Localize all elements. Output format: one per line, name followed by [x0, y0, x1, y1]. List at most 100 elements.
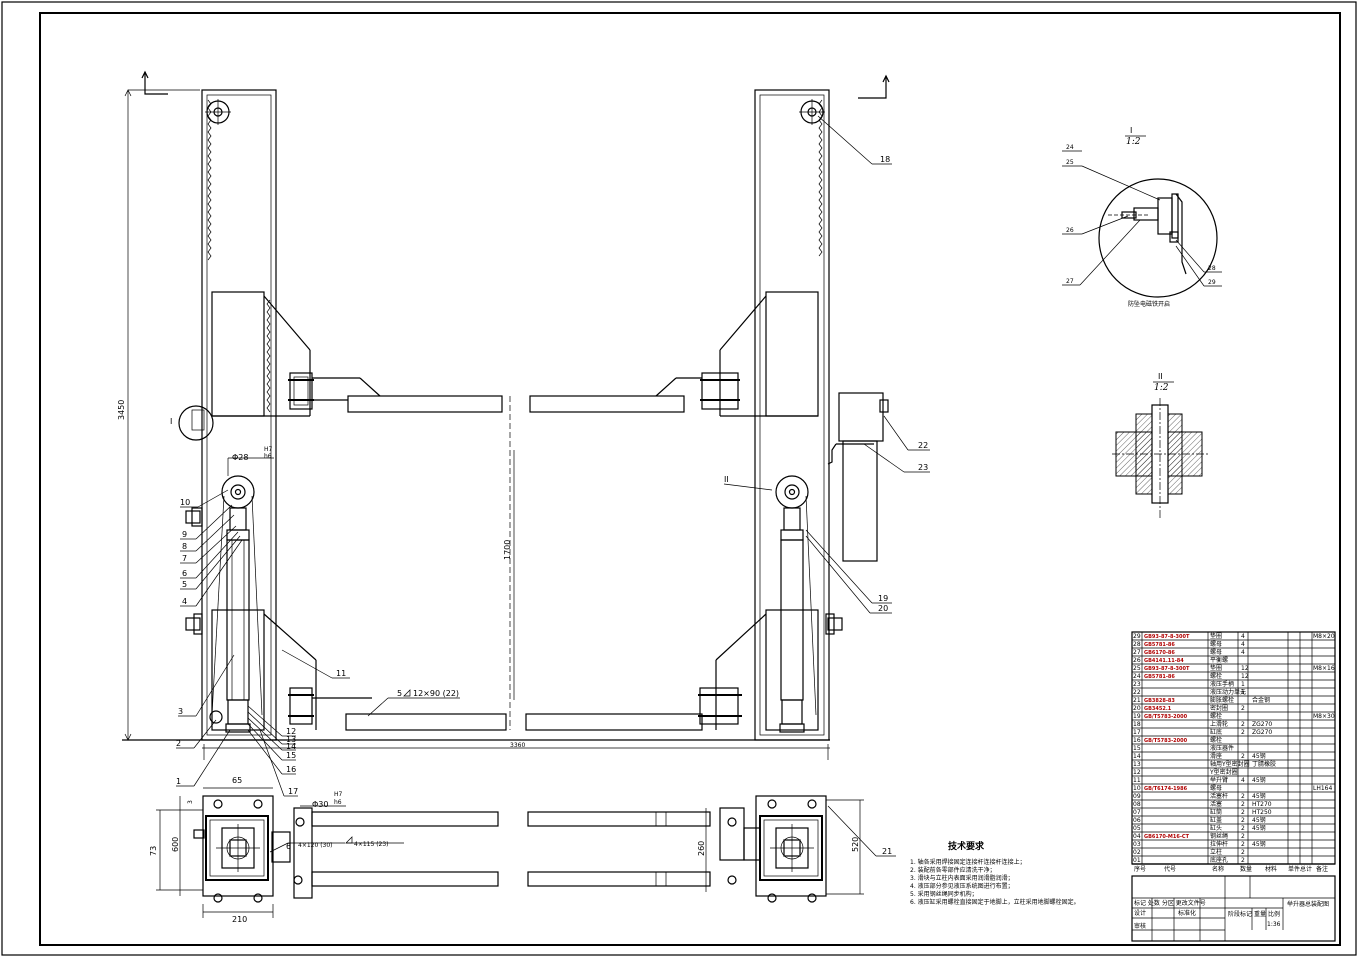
svg-text:2: 2: [176, 739, 181, 748]
bom-qty: 2: [1241, 801, 1245, 808]
bom-no: 02: [1133, 849, 1141, 856]
bom-no: 17: [1133, 729, 1141, 736]
dim-260: 260: [697, 841, 706, 856]
bom-qty: 2: [1241, 705, 1245, 712]
svg-text:1: 1: [176, 777, 181, 786]
bom-material: 45钢: [1252, 776, 1266, 784]
svg-text:2. 装配前各零部件应清洗干净；: 2. 装配前各零部件应清洗干净；: [910, 866, 996, 874]
bom-qty: 12: [1241, 665, 1249, 672]
bom-material: ZG270: [1252, 721, 1272, 728]
bom-name: 底座孔: [1210, 856, 1228, 864]
bom-name: 缸盖: [1210, 816, 1222, 824]
dim-73: 73: [149, 846, 158, 856]
bom-qty: 2: [1241, 817, 1245, 824]
bom-name: 缸头: [1210, 824, 1222, 832]
svg-text:7: 7: [182, 554, 187, 563]
drawing-frame: [39, 12, 1341, 946]
svg-text:1:2: 1:2: [1126, 137, 1141, 147]
svg-text:4. 液压部分参见液压系统图进行布置；: 4. 液压部分参见液压系统图进行布置；: [910, 882, 1014, 890]
bom-name: 垫圈: [1210, 632, 1222, 640]
balloons-left: 10 9 8 7 6 5 4 3 2 1 I: [170, 417, 243, 787]
bom-name: 缸底: [1210, 728, 1222, 736]
weld-2: 6: [286, 842, 291, 851]
bom-name: 螺母: [1210, 640, 1222, 648]
svg-text:4: 4: [182, 597, 187, 606]
bom-no: 11: [1133, 777, 1141, 784]
svg-text:6. 液压缸采用螺栓直接固定于地脚上，立柱采用地脚螺栓固定。: 6. 液压缸采用螺栓直接固定于地脚上，立柱采用地脚螺栓固定。: [910, 898, 1080, 906]
dim-520: 520: [851, 837, 860, 852]
balloons-bottom: 12 13 14 15 16 17: [247, 705, 298, 797]
svg-text:材料: 材料: [1265, 865, 1277, 873]
bom-name: 轴用Y型密封圈: [1210, 760, 1250, 768]
bom-material: 合金钢: [1252, 696, 1270, 704]
bom-no: 13: [1133, 761, 1141, 768]
bom-code: GB/T5783-2000: [1144, 714, 1188, 720]
svg-text:h6: h6: [264, 453, 272, 460]
dim-d28-fit: H7: [264, 446, 273, 453]
svg-text:1:2: 1:2: [1154, 383, 1169, 393]
weld-3: 4×115 (23): [354, 841, 389, 848]
bom-name: 活塞: [1210, 800, 1222, 808]
svg-text:I: I: [170, 417, 172, 426]
weld-1-spec: 12×90 (22): [413, 689, 459, 698]
bom-material: HT270: [1252, 801, 1272, 808]
bom-no: 07: [1133, 809, 1141, 816]
svg-text:重量: 重量: [1254, 910, 1266, 918]
dim-600: 600: [171, 837, 180, 852]
detail-II: II 1:2: [1112, 372, 1208, 520]
drawing-title: 举升器总装配图: [1287, 900, 1329, 908]
svg-text:12: 12: [286, 727, 296, 736]
svg-text:16: 16: [286, 765, 296, 774]
tech-title: 技术要求: [948, 840, 985, 852]
svg-text:18: 18: [880, 155, 890, 164]
bom-name: 上滑轮: [1210, 720, 1228, 728]
bom-no: 22: [1133, 689, 1141, 696]
bom-no: 27: [1133, 649, 1141, 656]
bom-material: 45钢: [1252, 792, 1266, 800]
bom-qty: 1: [1241, 681, 1245, 688]
bom-name: 螺栓: [1210, 712, 1222, 720]
bom-qty: 2: [1241, 793, 1245, 800]
svg-text:14: 14: [286, 742, 296, 751]
svg-text:备注: 备注: [1316, 865, 1328, 873]
svg-text:29: 29: [1208, 279, 1216, 286]
bom-material: 45钢: [1252, 752, 1266, 760]
bom-no: 09: [1133, 793, 1141, 800]
bom-code: GB4141.11-84: [1144, 658, 1184, 664]
bom-no: 08: [1133, 801, 1141, 808]
bom-no: 16: [1133, 737, 1141, 744]
svg-text:II: II: [1158, 372, 1163, 381]
detail-I: I 1:2 24 25 26 27 28 29 防坠电磁铁开启: [1062, 126, 1222, 308]
svg-text:10: 10: [180, 498, 190, 507]
bom-name: Y型密封圈: [1209, 768, 1238, 776]
bom-code: GB5781-86: [1144, 642, 1175, 648]
bom-material: 45钢: [1252, 816, 1266, 824]
bom-note: M8×16: [1313, 665, 1335, 672]
bom-qty: 4: [1241, 649, 1245, 656]
bom-no: 04: [1133, 833, 1141, 840]
bom-no: 28: [1133, 641, 1141, 648]
svg-text:审核: 审核: [1134, 922, 1146, 930]
bom-no: 23: [1133, 681, 1141, 688]
bom-name: 螺母: [1210, 648, 1222, 656]
svg-text:6: 6: [182, 569, 187, 578]
bom-name: 螺栓: [1210, 736, 1222, 744]
dim-d30: Φ30: [312, 800, 328, 809]
svg-text:代号: 代号: [1164, 865, 1176, 873]
dim-3450: 3450: [117, 400, 126, 420]
bom-name: 液压器件: [1210, 744, 1234, 752]
svg-text:8: 8: [182, 542, 187, 551]
bom-qty: 2: [1241, 825, 1245, 832]
balloons-right: 18 19 20 21 22 23 II: [723, 115, 930, 857]
svg-text:II: II: [724, 475, 729, 484]
bom-no: 03: [1133, 841, 1141, 848]
bom-material: 45钢: [1252, 824, 1266, 832]
svg-text:26: 26: [1066, 227, 1074, 234]
weld-1: 5: [397, 689, 402, 698]
bom-no: 29: [1133, 633, 1141, 640]
bom-no: 10: [1133, 785, 1141, 792]
balloon-11: 11: [336, 669, 346, 678]
bom-qty: 2: [1241, 841, 1245, 848]
bom-name: 垫圈: [1210, 664, 1222, 672]
